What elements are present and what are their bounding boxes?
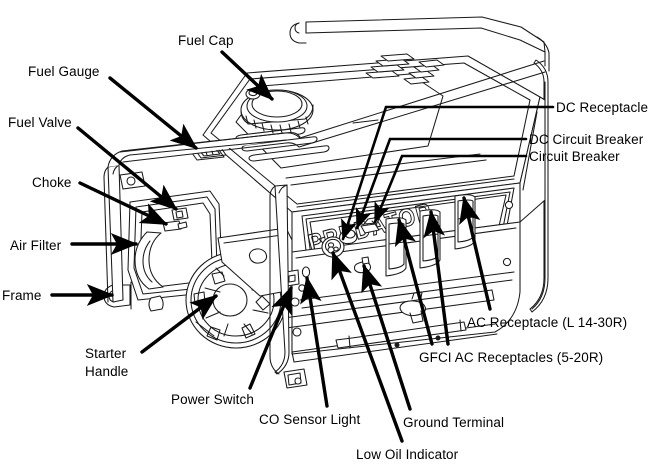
engine-block (217, 227, 293, 297)
label-air-filter: Air Filter (10, 238, 62, 253)
frame-top-front-rail (119, 60, 546, 163)
label-fuel-gauge: Fuel Gauge (28, 64, 100, 79)
leader-fuel-valve (76, 126, 178, 211)
label-frame: Frame (2, 288, 42, 303)
label-low-oil-indicator: Low Oil Indicator (356, 447, 459, 462)
leader-dc-receptacle (341, 105, 555, 241)
label-dc-circuit-breaker: DC Circuit Breaker (529, 132, 644, 147)
fuel-valve-part (171, 207, 189, 221)
leader-fuel-gauge (108, 76, 198, 150)
rear-panel (519, 96, 546, 223)
leader-choke (78, 181, 168, 226)
label-dc-receptacle: DC Receptacle (556, 100, 649, 115)
leader-co-sensor-light (300, 275, 329, 408)
leader-circuit-breaker (373, 154, 528, 224)
label-ground-terminal: Ground Terminal (403, 415, 505, 430)
label-starter-handle: Starter Handle (85, 346, 129, 379)
co-sensor-light-part (301, 266, 311, 278)
frame-top-rear-bar (289, 16, 550, 72)
label-choke: Choke (32, 175, 72, 190)
label-co-sensor-light: CO Sensor Light (259, 412, 361, 427)
label-ac-receptacle: AC Receptacle (L 14-30R) (467, 315, 628, 330)
leader-starter-handle (140, 294, 218, 354)
leader-gfci-receptacle-2 (423, 209, 450, 346)
frame-base-rails (283, 289, 498, 363)
label-gfci-ac-receptacles: GFCI AC Receptacles (5-20R) (419, 350, 604, 365)
label-fuel-cap: Fuel Cap (178, 33, 234, 48)
dc-circuit-breaker-part (339, 229, 358, 245)
frame-front-tube (269, 184, 290, 375)
panel-fasteners (290, 200, 514, 337)
leader-ground-terminal (361, 264, 412, 411)
leader-fuel-cap (220, 50, 274, 101)
choke-lever-part (162, 220, 188, 232)
leader-gfci-receptacle-1 (394, 218, 434, 346)
leader-dc-circuit-breaker (355, 137, 528, 230)
tank-bolt-boss (245, 88, 261, 100)
leader-power-switch (248, 286, 293, 390)
label-power-switch: Power Switch (171, 392, 254, 407)
label-fuel-valve: Fuel Valve (8, 115, 72, 130)
gfci-receptacle-1 (385, 217, 407, 277)
leader-low-oil-indicator (331, 251, 404, 443)
leader-ac-receptacle (459, 196, 492, 311)
label-circuit-breaker: Circuit Breaker (529, 149, 620, 164)
frame-feet (283, 368, 308, 389)
